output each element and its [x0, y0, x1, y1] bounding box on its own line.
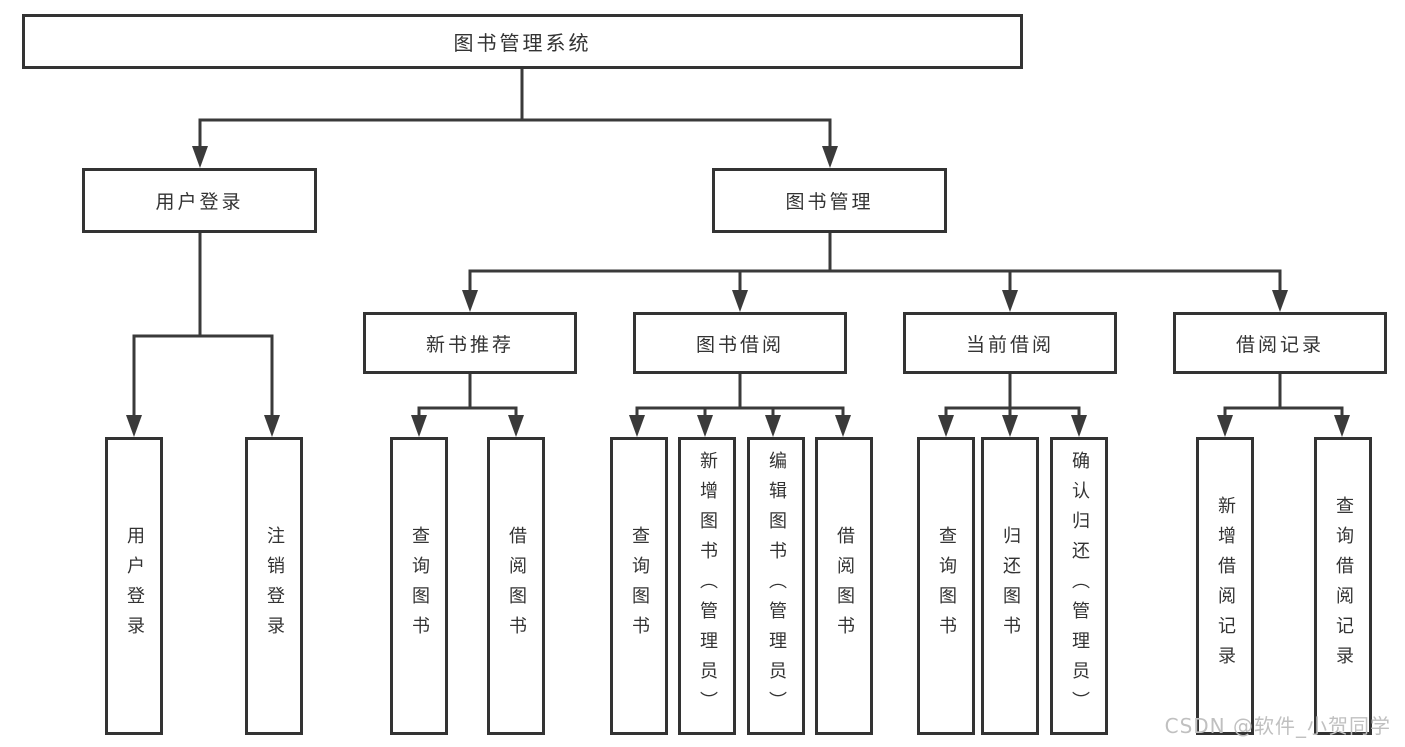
node-borrow-records: 借阅记录	[1173, 312, 1387, 374]
leaf-logout-label: 注销登录	[264, 526, 285, 646]
node-book-management-label: 图书管理	[785, 191, 874, 213]
leaf-edit-book-admin-label: 编辑图书（管理员）	[766, 451, 787, 721]
leaf-borrow-books-2-label: 借阅图书	[834, 526, 855, 646]
leaf-logout: 注销登录	[245, 437, 303, 735]
leaf-add-book-admin: 新增图书（管理员）	[678, 437, 736, 735]
node-book-borrow-label: 图书借阅	[695, 333, 784, 356]
leaf-add-borrow-record-label: 新增借阅记录	[1215, 496, 1236, 676]
leaf-edit-book-admin: 编辑图书（管理员）	[747, 437, 805, 735]
node-user-login: 用户登录	[82, 168, 317, 233]
leaf-query-borrow-record-label: 查询借阅记录	[1333, 496, 1354, 676]
node-book-borrow: 图书借阅	[633, 312, 847, 374]
node-current-borrow-label: 当前借阅	[965, 333, 1054, 356]
leaf-query-borrow-record: 查询借阅记录	[1314, 437, 1372, 735]
leaf-borrow-books-2: 借阅图书	[815, 437, 873, 735]
node-new-book-recommend-label: 新书推荐	[425, 333, 514, 356]
leaf-query-books-1-label: 查询图书	[409, 526, 430, 646]
node-user-login-label: 用户登录	[155, 191, 244, 213]
leaf-add-book-admin-label: 新增图书（管理员）	[697, 451, 718, 721]
leaf-query-books-2-label: 查询图书	[629, 526, 650, 646]
leaf-borrow-books-1-label: 借阅图书	[506, 526, 527, 646]
leaf-return-book: 归还图书	[981, 437, 1039, 735]
node-root: 图书管理系统	[22, 14, 1023, 69]
leaf-query-books-2: 查询图书	[610, 437, 668, 735]
leaf-confirm-return-admin-label: 确认归还（管理员）	[1069, 451, 1090, 721]
leaf-user-login: 用户登录	[105, 437, 163, 735]
leaf-borrow-books-1: 借阅图书	[487, 437, 545, 735]
leaf-add-borrow-record: 新增借阅记录	[1196, 437, 1254, 735]
node-current-borrow: 当前借阅	[903, 312, 1117, 374]
node-new-book-recommend: 新书推荐	[363, 312, 577, 374]
node-book-management: 图书管理	[712, 168, 947, 233]
node-root-label: 图书管理系统	[453, 31, 592, 55]
watermark-text: CSDN @软件_小贺同学	[1164, 714, 1391, 738]
leaf-confirm-return-admin: 确认归还（管理员）	[1050, 437, 1108, 735]
leaf-user-login-label: 用户登录	[124, 526, 145, 646]
leaf-return-book-label: 归还图书	[1000, 526, 1021, 646]
node-borrow-records-label: 借阅记录	[1235, 333, 1324, 356]
leaf-query-books-3-label: 查询图书	[936, 526, 957, 646]
leaf-query-books-3: 查询图书	[917, 437, 975, 735]
leaf-query-books-1: 查询图书	[390, 437, 448, 735]
